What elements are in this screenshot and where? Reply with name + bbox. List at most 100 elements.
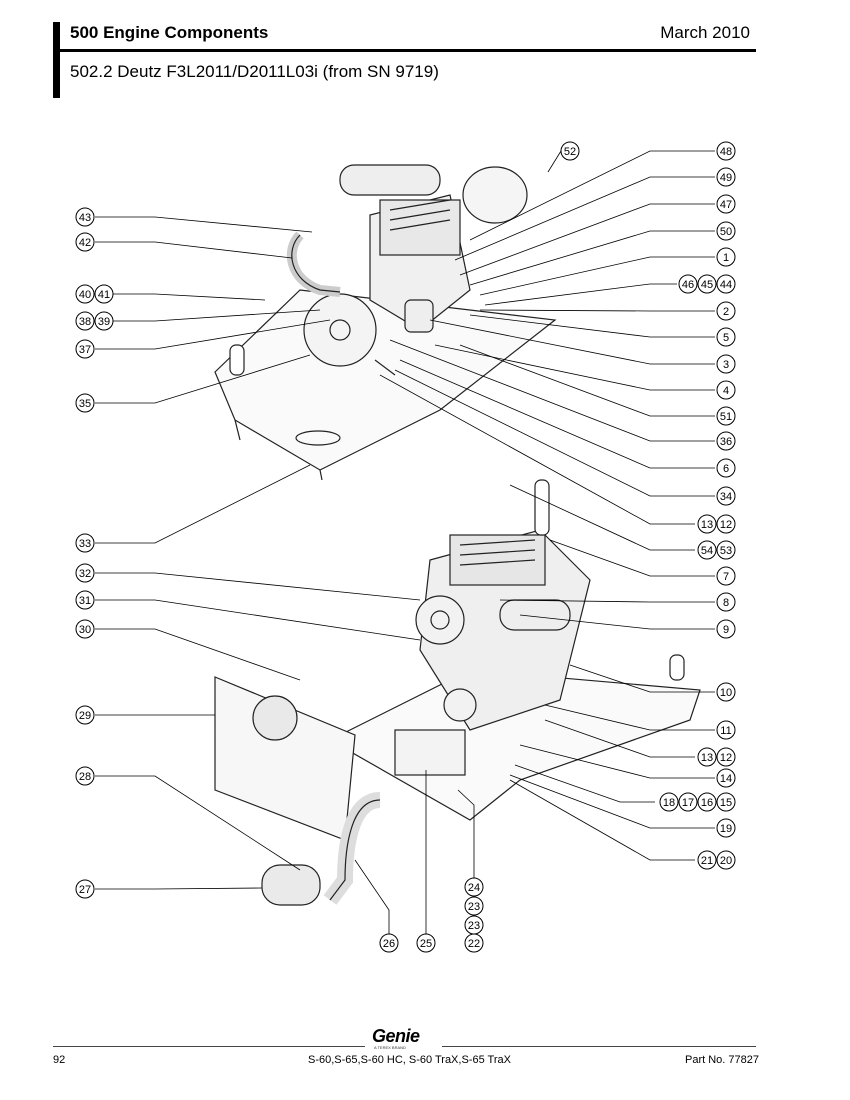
callout-36: 36	[716, 431, 736, 451]
callout-27: 27	[75, 879, 95, 899]
svg-text:45: 45	[701, 279, 713, 291]
svg-text:25: 25	[420, 938, 432, 950]
svg-text:7: 7	[723, 571, 729, 583]
svg-text:52: 52	[564, 146, 576, 158]
callout-12: 12	[716, 514, 736, 534]
svg-text:14: 14	[720, 773, 732, 785]
callout-15: 15	[716, 792, 736, 812]
lower-air-cleaner	[261, 864, 321, 906]
svg-text:37: 37	[79, 344, 91, 356]
genie-logo: Genie	[372, 1026, 420, 1046]
callout-39: 39	[94, 311, 114, 331]
svg-text:51: 51	[720, 411, 732, 423]
svg-text:42: 42	[79, 237, 91, 249]
svg-text:15: 15	[720, 797, 732, 809]
callout-52: 52	[560, 141, 580, 161]
svg-text:46: 46	[682, 279, 694, 291]
svg-text:3: 3	[723, 359, 729, 371]
svg-text:34: 34	[720, 491, 732, 503]
svg-text:36: 36	[720, 436, 732, 448]
callout-12: 12	[716, 747, 736, 767]
svg-text:9: 9	[723, 624, 729, 636]
callout-48: 48	[716, 141, 736, 161]
svg-text:43: 43	[79, 212, 91, 224]
callout-45: 45	[697, 274, 717, 294]
svg-text:35: 35	[79, 398, 91, 410]
callout-50: 50	[716, 221, 736, 241]
svg-text:53: 53	[720, 545, 732, 557]
callout-19: 19	[716, 818, 736, 838]
callout-41: 41	[94, 284, 114, 304]
callout-31: 31	[75, 590, 95, 610]
callout-1: 1	[716, 247, 736, 267]
svg-text:29: 29	[79, 710, 91, 722]
callout-11: 11	[716, 720, 736, 740]
svg-text:54: 54	[701, 545, 713, 557]
svg-text:10: 10	[720, 687, 732, 699]
callout-24: 24	[464, 877, 484, 897]
callout-37: 37	[75, 339, 95, 359]
callout-35: 35	[75, 393, 95, 413]
callout-47: 47	[716, 194, 736, 214]
svg-text:13: 13	[701, 519, 713, 531]
svg-text:50: 50	[720, 226, 732, 238]
callout-54: 54	[697, 540, 717, 560]
svg-text:23: 23	[468, 920, 480, 932]
svg-text:31: 31	[79, 595, 91, 607]
callout-20: 20	[716, 850, 736, 870]
svg-text:32: 32	[79, 568, 91, 580]
svg-text:6: 6	[723, 463, 729, 475]
callout-4: 4	[716, 380, 736, 400]
callout-10: 10	[716, 682, 736, 702]
svg-text:49: 49	[720, 172, 732, 184]
part-number: Part No. 77827	[685, 1054, 759, 1066]
svg-text:13: 13	[701, 752, 713, 764]
svg-text:8: 8	[723, 597, 729, 609]
callout-5: 5	[716, 327, 736, 347]
page-number: 92	[53, 1054, 66, 1066]
callout-44: 44	[716, 274, 736, 294]
svg-text:1: 1	[723, 252, 729, 264]
upper-frame-slot	[295, 430, 341, 446]
callout-33: 33	[75, 533, 95, 553]
callout-23: 23	[464, 896, 484, 916]
callout-38: 38	[75, 311, 95, 331]
svg-text:16: 16	[701, 797, 713, 809]
callout-43: 43	[75, 207, 95, 227]
svg-text:48: 48	[720, 146, 732, 158]
footer-models: S-60,S-65,S-60 HC, S-60 TraX,S-65 TraX	[308, 1054, 511, 1066]
svg-text:22: 22	[468, 938, 480, 950]
callout-23: 23	[464, 915, 484, 935]
upper-flywheel	[303, 293, 377, 367]
svg-text:33: 33	[79, 538, 91, 550]
svg-text:24: 24	[468, 882, 480, 894]
svg-text:40: 40	[79, 289, 91, 301]
svg-text:12: 12	[720, 519, 732, 531]
upper-cylinder-head	[379, 199, 461, 256]
page-title: 500 Engine Components	[70, 23, 269, 42]
svg-text:19: 19	[720, 823, 732, 835]
svg-text:4: 4	[723, 385, 729, 397]
callout-53: 53	[716, 540, 736, 560]
svg-text:21: 21	[701, 855, 713, 867]
callout-51: 51	[716, 406, 736, 426]
callout-16: 16	[697, 792, 717, 812]
callout-28: 28	[75, 766, 95, 786]
lower-pulley	[415, 595, 465, 645]
callout-2: 2	[716, 301, 736, 321]
svg-text:17: 17	[682, 797, 694, 809]
svg-text:20: 20	[720, 855, 732, 867]
svg-text:47: 47	[720, 199, 732, 211]
callout-18: 18	[659, 792, 679, 812]
lower-engine-illustration	[214, 479, 701, 906]
svg-text:30: 30	[79, 624, 91, 636]
callout-13: 13	[697, 747, 717, 767]
logo-tagline: A TEREX BRAND	[374, 1045, 406, 1050]
footer-divider-left	[53, 1046, 365, 1047]
svg-text:41: 41	[98, 289, 110, 301]
callout-25: 25	[416, 933, 436, 953]
callout-42: 42	[75, 232, 95, 252]
callout-6: 6	[716, 458, 736, 478]
svg-text:11: 11	[720, 725, 731, 737]
